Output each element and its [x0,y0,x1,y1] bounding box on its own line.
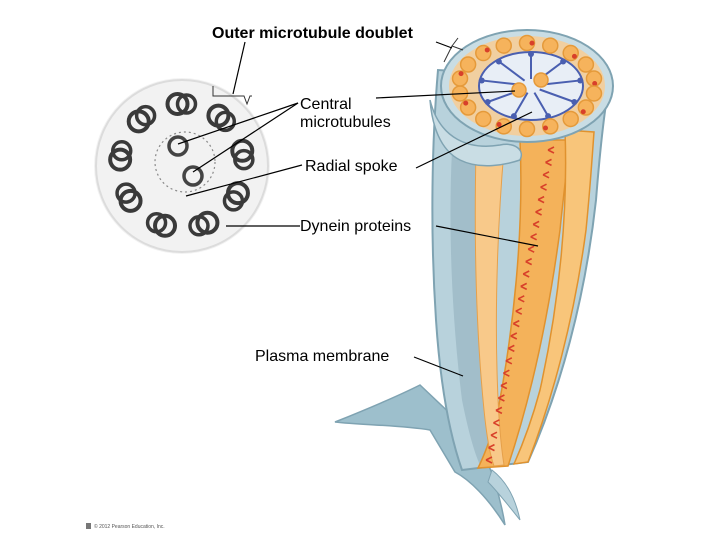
radial-spoke [533,92,549,117]
dynein-arm [542,171,550,179]
doublet-tubule [585,85,603,102]
dynein-arm [532,220,540,229]
micrograph-doublet-a [195,210,220,235]
dynein-arms [485,146,555,464]
dynein-arm [517,295,525,303]
bracket-diagram [443,37,464,63]
doublet-tubule [495,37,512,54]
cilium-body [334,68,612,526]
dynein-arm [525,257,533,266]
dynein-arm [503,369,510,377]
dynein-arm [527,245,535,253]
micrograph-doublet-b [110,140,133,162]
micrograph-doublet-a [108,147,133,172]
doublet-tubule [518,34,536,52]
dynein-arm [535,208,542,216]
dynein-arm [537,195,545,204]
dynein-dot [484,47,490,53]
spoke-head [510,113,517,120]
label-dynein: Dynein proteins [300,218,412,235]
dynein-dot [496,122,502,128]
doublet-tubule [518,120,536,138]
dynein-arm [545,158,552,167]
dynein-arm [547,146,555,154]
dynein-arm [490,431,498,439]
dynein-dot [543,125,549,131]
dynein-dot [458,71,464,77]
spoke-head [495,58,502,65]
label-central-line2: microtubules [300,114,391,131]
label-central-line1: Central [300,96,352,113]
doublet-tubule [577,99,595,116]
dynein-arm [505,357,513,365]
dynein-dot [592,80,598,86]
label-membrane: Plasma membrane [255,348,390,365]
dynein-arm [512,319,520,328]
micrograph-doublet-b [233,148,255,171]
micrograph-doublet-b [188,215,210,237]
dynein-dot [580,109,586,115]
doublet-tubule [451,70,469,87]
radial-spoke [539,88,575,103]
dynein-arm [515,307,523,315]
micrograph-doublet-b [222,190,245,212]
outer-doublets [451,34,603,138]
dynein-arm [507,344,515,353]
central-pair [511,72,549,98]
spoke-head [478,77,485,84]
doublet-tubule [577,56,595,73]
copyright-text: © 2012 Pearson Education, Inc. [94,524,165,530]
label-outer-doublet: Outer microtubule doublet [212,25,413,42]
doublet-tubule [562,110,579,128]
spoke-head [484,99,491,105]
micrograph-doublet-a [165,92,190,116]
dynein-arm [485,456,493,464]
dynein-dot [463,100,469,106]
micrograph-central-pair [154,131,216,193]
leader-lines [177,41,539,377]
doublet-tubule [542,37,559,54]
dynein-arm [520,282,528,291]
micrograph-outer-doublets [108,92,255,238]
spoke-head [571,99,578,105]
spoke-head [560,58,567,65]
dynein-arm [500,381,508,390]
cilium-cross-section [440,29,614,143]
dynein-arm [493,419,500,427]
doublet-tubule [459,99,477,116]
micrograph-doublet-b [214,110,237,133]
micrograph-doublet-a [153,213,178,238]
micrograph-doublet-b [134,104,157,127]
copyright-mark [86,523,91,529]
dynein-arm [540,183,547,191]
micrograph-doublet-b [115,182,137,204]
micrograph-doublet-b [175,93,198,115]
micrograph-cross-section [94,78,270,254]
bracket-micrograph [212,86,252,106]
radial-spoke [513,92,529,117]
spoke-head [545,113,552,120]
dynein-arm [498,394,505,402]
micrograph-doublet-a [230,138,255,163]
label-radial-spoke: Radial spoke [305,158,398,175]
dynein-dot [571,53,577,59]
dynein-arm [488,443,495,452]
doublet-tubule [475,110,492,128]
spoke-head [577,77,584,84]
doublet-tubule [475,44,492,62]
dynein-arm [510,332,518,340]
spoke-head [528,51,534,57]
dynein-dot [529,40,535,46]
micrograph-doublet-b [145,211,168,234]
doublet-tubule [459,56,477,73]
dynein-arm [530,233,537,241]
dynein-arm [522,270,530,278]
dynein-arm [495,406,503,415]
radial-spoke [498,60,526,82]
